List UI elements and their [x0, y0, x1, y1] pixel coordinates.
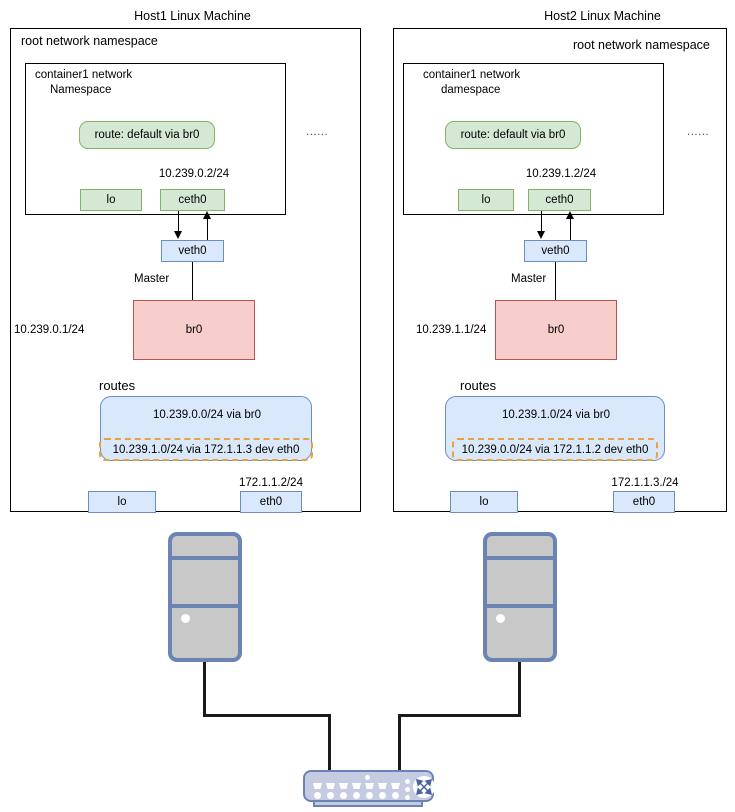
host2-tower-power-led-icon: [496, 614, 505, 623]
switch-indicator-led-icon: [405, 787, 410, 792]
host2-title: Host2 Linux Machine: [544, 9, 661, 23]
switch-port-icon: [327, 792, 334, 799]
host1-ceth0-to-veth0-line: [178, 211, 180, 232]
host2-ceth0-to-veth0-arrow: [537, 231, 545, 239]
host2-cable-segment-horizontal: [398, 714, 521, 717]
host1-route-entry-1: 10.239.0.0/24 via br0: [152, 409, 262, 421]
host2-route-entry-2-highlighted: 10.239.0.0/24 via 172.1.1.2 dev eth0: [452, 438, 658, 461]
switch-port-icon: [365, 783, 374, 789]
host2-ceth0-to-veth0-line: [541, 211, 543, 232]
switch-port-icon: [366, 792, 373, 799]
host1-route-entry-2-highlighted: 10.239.1.0/24 via 172.1.1.3 dev eth0: [99, 438, 313, 461]
host1-tower-power-led-icon: [181, 614, 190, 623]
host1-container-ceth0: ceth0: [160, 189, 225, 211]
switch-port-icon: [378, 783, 387, 789]
switch-indicator-led-icon: [405, 779, 410, 784]
switch-port-icon: [391, 783, 400, 789]
switch-status-led-icon: [365, 775, 370, 780]
host1-ceth0-to-veth0-arrow: [174, 231, 182, 239]
host2-veth0-to-ceth0-arrow: [566, 211, 574, 219]
host2-container-default-route: route: default via br0: [445, 121, 581, 149]
host1-tower-divider-mid: [172, 604, 238, 608]
host2-tower-divider-top: [487, 556, 553, 560]
host1-root-namespace-label: root network namespace: [21, 34, 158, 48]
switch-port-icon: [314, 792, 321, 799]
switch-port-icon: [340, 792, 347, 799]
host1-routes-title: routes: [99, 378, 136, 393]
host2-tower-divider-mid: [487, 604, 553, 608]
host1-container-default-route: route: default via br0: [79, 121, 215, 149]
host2-ceth0-ip-label: 10.239.1.2/24: [525, 168, 597, 180]
host2-routes-title: routes: [460, 378, 497, 393]
host1-cable-segment-vertical: [203, 662, 206, 716]
switch-port-icon: [379, 792, 386, 799]
switch-crossed-arrows-icon: [413, 776, 435, 798]
host1-veth0-to-ceth0-line: [207, 219, 209, 241]
host1-root-lo: lo: [88, 491, 156, 513]
switch-indicator-led-icon: [405, 795, 410, 800]
host1-br0: br0: [133, 300, 255, 360]
host2-veth0: veth0: [524, 240, 587, 262]
host1-container-lo: lo: [80, 189, 142, 211]
host2-container-namespace-label-line1: container1 network: [423, 69, 521, 81]
host1-cable-segment-to-switch: [328, 714, 331, 772]
host1-ceth0-ip-label: 10.239.0.2/24: [158, 168, 230, 180]
switch-port-icon: [352, 783, 361, 789]
host2-route-entry-1: 10.239.1.0/24 via br0: [501, 409, 611, 421]
host2-ellipsis: ......: [687, 126, 710, 138]
host1-container-namespace-label-line2: Namespace: [50, 84, 112, 96]
host1-veth0-to-ceth0-arrow: [203, 211, 211, 219]
host1-eth0-ip-label: 172.1.1.2/24: [239, 477, 303, 489]
host2-root-namespace-label: root network namespace: [573, 38, 710, 52]
switch-port-icon: [339, 783, 348, 789]
host1-tower-divider-top: [172, 556, 238, 560]
host1-root-eth0: eth0: [240, 491, 302, 513]
host2-container-lo: lo: [458, 189, 514, 211]
host1-tower: [168, 532, 242, 662]
switch-port-icon: [353, 792, 360, 799]
switch-port-icon: [392, 792, 399, 799]
host2-eth0-ip-label: 172.1.1.3./24: [611, 477, 679, 489]
host2-veth0-br0-link: [555, 262, 557, 300]
host1-container-namespace-label-line1: container1 network: [35, 69, 133, 81]
switch-port-icon: [326, 783, 335, 789]
host1-br0-ip-label: 10.239.0.1/24: [14, 324, 85, 336]
host2-container-namespace-label-line2: damespace: [441, 84, 501, 96]
host2-master-label: Master: [511, 273, 547, 285]
host1-cable-segment-horizontal: [203, 714, 331, 717]
host2-br0: br0: [495, 300, 617, 360]
host2-root-lo: lo: [450, 491, 518, 513]
host1-ellipsis: ......: [306, 126, 329, 138]
host2-cable-segment-to-switch: [398, 714, 401, 772]
switch-port-icon: [313, 783, 322, 789]
host2-cable-segment-vertical: [518, 662, 521, 716]
host1-master-label: Master: [134, 273, 170, 285]
host1-veth0: veth0: [161, 240, 224, 262]
host2-veth0-to-ceth0-line: [570, 219, 572, 241]
host2-routes-pill: 10.239.1.0/24 via br0: [445, 396, 665, 461]
host1-title: Host1 Linux Machine: [134, 9, 251, 23]
host2-tower: [483, 532, 557, 662]
host1-veth0-br0-link: [192, 262, 194, 300]
host2-br0-ip-label: 10.239.1.1/24: [416, 324, 487, 336]
host2-container-ceth0: ceth0: [528, 189, 591, 211]
host2-root-eth0: eth0: [613, 491, 675, 513]
network-switch: [303, 770, 435, 802]
